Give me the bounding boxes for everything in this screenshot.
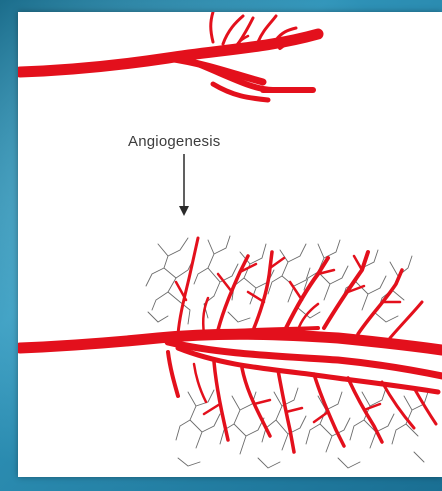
down-arrow-icon	[179, 154, 189, 216]
vessel-after	[20, 238, 442, 452]
vessel-before	[20, 12, 318, 100]
diagram-panel: Angiogenesis	[18, 12, 442, 477]
vessel-diagram	[18, 12, 442, 477]
